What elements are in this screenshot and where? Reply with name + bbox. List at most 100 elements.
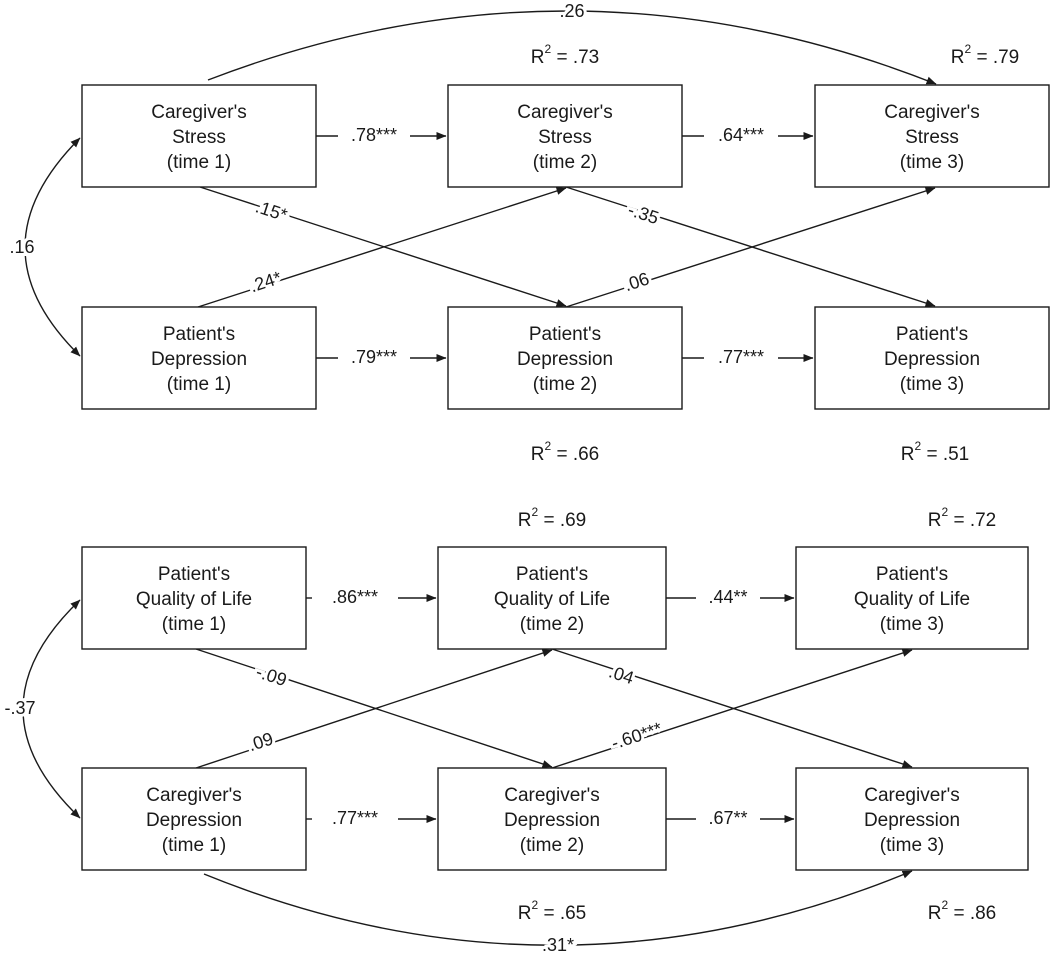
node-box	[795, 546, 1029, 650]
node-label-line: (time 1)	[162, 835, 226, 856]
edge-cd1-pq2	[195, 649, 553, 769]
r-squared-label: R2 = .51	[901, 439, 970, 465]
node-label-line: Depression	[504, 810, 600, 831]
node-label-line: (time 1)	[167, 374, 231, 395]
r-squared-label: R2 = .69	[518, 505, 587, 531]
node-label-line: Caregiver's	[864, 785, 960, 806]
edge-label: .77***	[332, 808, 378, 828]
edge-arrow	[551, 649, 913, 769]
edge-cs1-pd1	[24, 137, 81, 357]
r-squared-label: R2 = .86	[928, 898, 997, 924]
edge-cs1-cs3	[207, 10, 937, 85]
node-box	[447, 84, 683, 188]
node-label-line: Depression	[864, 810, 960, 831]
edge-curve	[207, 10, 937, 85]
edge-arrow	[197, 187, 567, 308]
node-box	[814, 84, 1050, 188]
edge-label: .67**	[708, 808, 747, 828]
node-label-line: Quality of Life	[136, 589, 252, 610]
r-squared-label: R2 = .66	[531, 439, 600, 465]
edge-cd1-cd3	[203, 870, 913, 946]
node-box	[447, 306, 683, 410]
node-label-line: Patient's	[529, 324, 601, 345]
node-box	[81, 84, 317, 188]
edge-label: -.60***	[609, 718, 665, 753]
node-label-line: (time 3)	[900, 152, 964, 173]
node-label-line: (time 3)	[880, 614, 944, 635]
node-label-line: Caregiver's	[146, 785, 242, 806]
edge-label: .24*	[247, 267, 284, 296]
edge-label: -.35	[626, 200, 662, 229]
edge-arrow	[195, 648, 553, 768]
node-label-line: Depression	[517, 349, 613, 370]
edge-label: .16	[9, 237, 34, 257]
node-label-line: (time 2)	[520, 835, 584, 856]
edge-arrow	[195, 649, 553, 769]
edge-curve	[22, 599, 81, 819]
node-box	[795, 767, 1029, 871]
node-box	[81, 767, 307, 871]
node-box	[437, 546, 667, 650]
edge-label: .64***	[718, 125, 764, 145]
node-label-line: Depression	[151, 349, 247, 370]
edge-arrow	[551, 648, 913, 768]
node-box	[814, 306, 1050, 410]
edge-label: .79***	[351, 347, 397, 367]
edge-arrow	[565, 186, 936, 307]
node-label-line: (time 3)	[900, 374, 964, 395]
edge-cd2-pq3	[551, 649, 913, 769]
node-label-line: Depression	[884, 349, 980, 370]
edge-label: .15*	[253, 196, 290, 225]
edge-pd1-cs2	[197, 187, 567, 308]
node-label-line: Patient's	[876, 564, 948, 585]
node-label-line: Quality of Life	[494, 589, 610, 610]
edge-label: .86***	[332, 587, 378, 607]
edge-cs2-pd3	[565, 186, 936, 307]
node-label-line: (time 2)	[520, 614, 584, 635]
edge-curve	[24, 137, 81, 357]
node-label-line: Caregiver's	[517, 102, 613, 123]
edge-label: .44**	[708, 587, 747, 607]
node-label-line: Quality of Life	[854, 589, 970, 610]
edges-layer	[22, 10, 937, 946]
edge-pq2-cd3	[551, 648, 913, 768]
node-box	[437, 767, 667, 871]
edge-label: .26	[559, 1, 584, 21]
edge-label: .78***	[351, 125, 397, 145]
edge-label: -.37	[4, 698, 35, 718]
edge-pd2-cs3	[565, 187, 936, 308]
node-label-line: (time 2)	[533, 374, 597, 395]
node-label-line: (time 1)	[167, 152, 231, 173]
edge-pq1-cd2	[195, 648, 553, 768]
edge-label: .06	[622, 268, 652, 295]
edge-pq1-cd1	[22, 599, 81, 819]
node-label-line: Caregiver's	[884, 102, 980, 123]
edge-label: .04	[606, 661, 636, 688]
edge-label: -.09	[254, 662, 290, 691]
node-label-line: (time 1)	[162, 614, 226, 635]
node-box	[81, 546, 307, 650]
node-label-line: Stress	[538, 127, 592, 148]
r-squared-label: R2 = .79	[951, 42, 1020, 68]
edge-label: .31*	[542, 935, 574, 954]
node-label-line: Stress	[905, 127, 959, 148]
r-squared-label: R2 = .65	[518, 898, 587, 924]
node-label-line: Caregiver's	[504, 785, 600, 806]
edge-arrow	[565, 187, 936, 308]
node-label-line: Patient's	[516, 564, 588, 585]
node-label-line: Patient's	[163, 324, 235, 345]
node-label-line: (time 3)	[880, 835, 944, 856]
